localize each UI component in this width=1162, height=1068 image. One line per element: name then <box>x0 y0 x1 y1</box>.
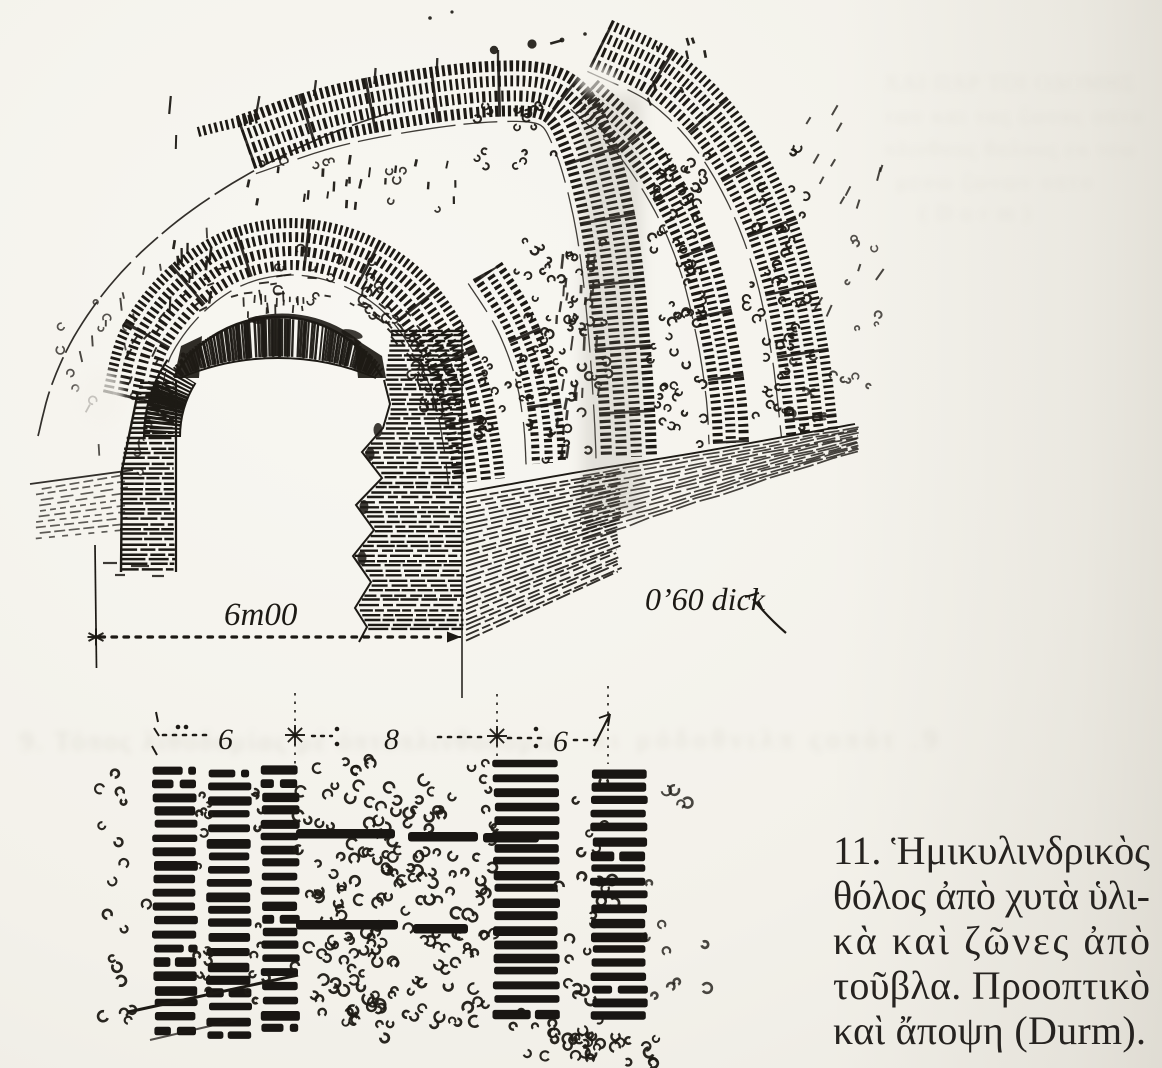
svg-text:0’60 dick: 0’60 dick <box>645 581 766 617</box>
svg-text:11. Ἡμικυλινδρικὸς: 11. Ἡμικυλινδρικὸς <box>833 828 1150 873</box>
svg-text:αι μόδοθνιλπ ςοπότ .9: αι μόδοθνιλπ ςοπότ .9 <box>592 724 937 754</box>
svg-text:ΧΑΙ ΠΑΡ ΤΟΙ ΟΔΟΜΗΣ: ΧΑΙ ΠΑΡ ΤΟΙ ΟΔΟΜΗΣ <box>884 70 1134 95</box>
svg-text:των και τας ζωνας οπτο: των και τας ζωνας οπτο <box>884 103 1142 128</box>
svg-text:καὶ ἄποψη (Durm).: καὶ ἄποψη (Durm). <box>833 1008 1146 1053</box>
svg-text:6: 6 <box>218 723 233 756</box>
svg-text:θόλος ἀπὸ χυτὰ ὑλι-: θόλος ἀπὸ χυτὰ ὑλι- <box>833 873 1150 918</box>
svg-text:6: 6 <box>553 725 568 758</box>
svg-text:6m00: 6m00 <box>224 597 298 633</box>
svg-text:κὰ καὶ ζῶνες ἀπὸ: κὰ καὶ ζῶνες ἀπὸ <box>833 918 1150 963</box>
svg-text:μεσω ζωνων οπτο: μεσω ζωνων οπτο <box>896 169 1091 194</box>
svg-text:8: 8 <box>384 723 399 756</box>
svg-text:τοῦβλα. Προοπτικὸ: τοῦβλα. Προοπτικὸ <box>833 963 1150 1008</box>
